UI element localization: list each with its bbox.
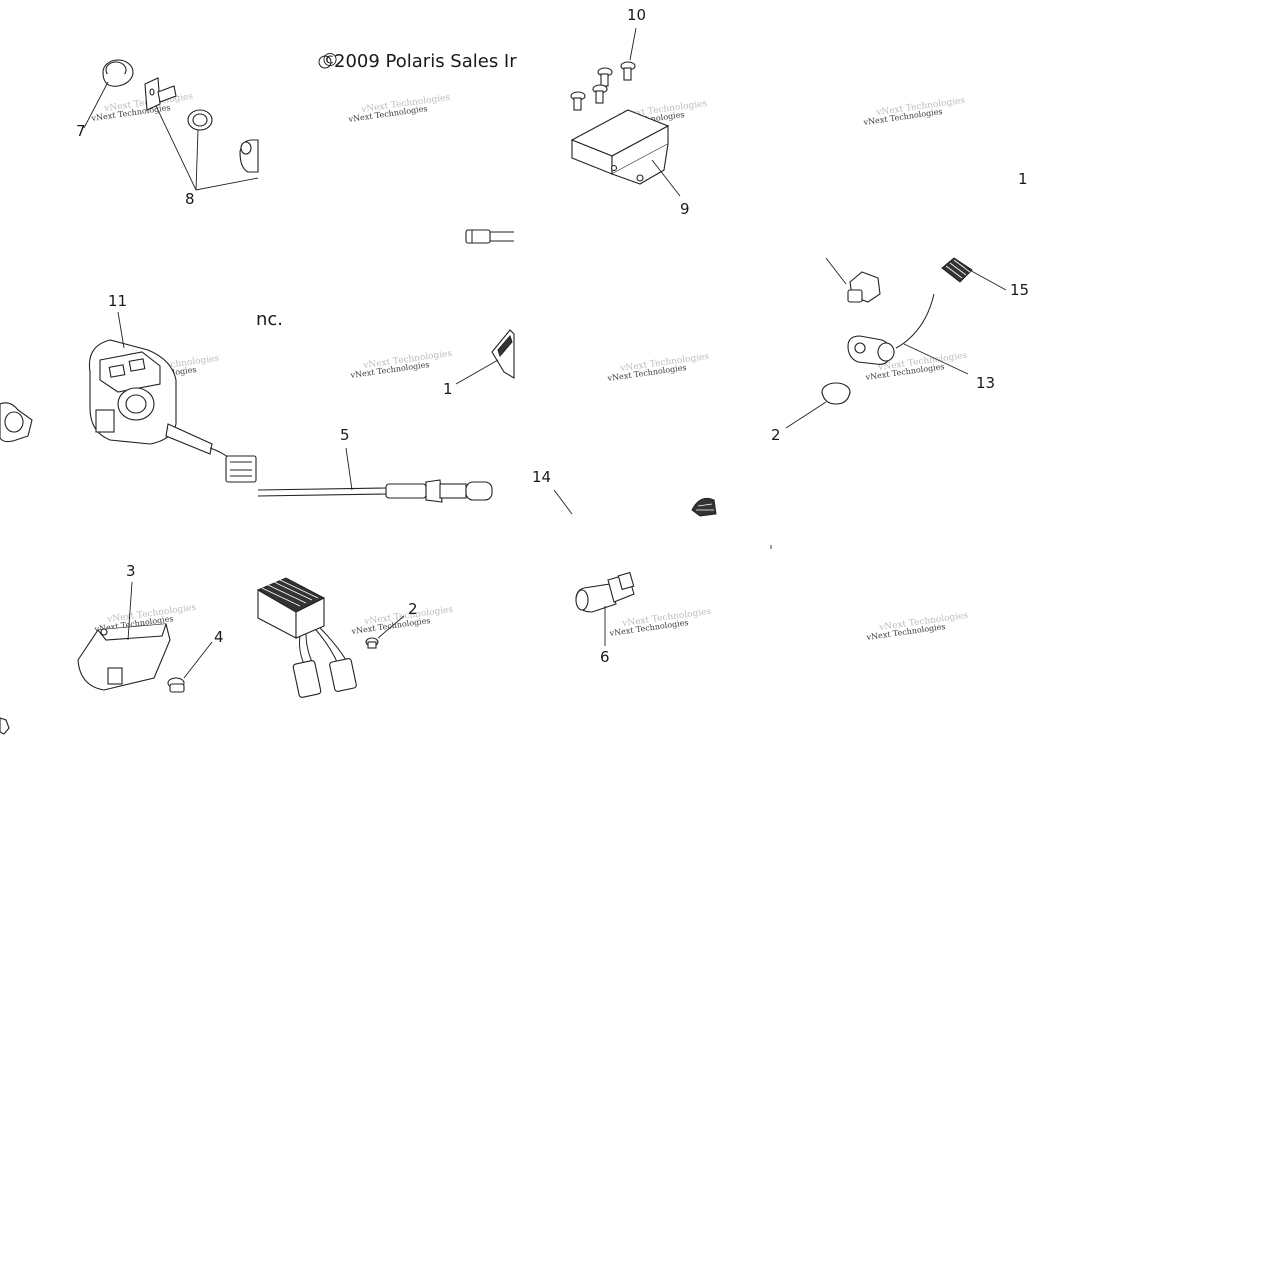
callout-3: 3 <box>126 562 136 580</box>
copyright-fragment: nc. <box>256 309 283 330</box>
callout-4: 4 <box>214 628 224 646</box>
leader-11 <box>117 311 125 349</box>
leader-15 <box>965 267 1007 291</box>
leader-5 <box>345 447 353 491</box>
callout-9: 9 <box>680 200 690 218</box>
part-partial-left <box>0 402 33 443</box>
leader-10 <box>629 27 637 61</box>
part-2-plug-bottom <box>365 637 379 649</box>
part-partial-small <box>0 717 10 735</box>
callout-15: 15 <box>1010 281 1029 299</box>
copyright-text: 2009 Polaris Sales Ir <box>334 51 517 72</box>
part-8-key <box>144 77 177 111</box>
watermark-11: vNext Technologies vNext Technologies <box>608 607 712 638</box>
leader-2a <box>785 401 827 429</box>
part-4-pin <box>167 677 185 693</box>
watermark-2: vNext Technologies vNext Technologies <box>347 93 451 124</box>
callout-11: 11 <box>108 292 127 310</box>
part-6-sensor <box>575 571 635 613</box>
watermark-group: vNext Technologies vNext Technologies vN… <box>90 92 969 642</box>
callout-10: 10 <box>627 6 646 24</box>
part-2-plug-right <box>821 382 851 405</box>
part-bolt <box>825 257 881 303</box>
part-14-spring <box>691 497 717 517</box>
leader-4 <box>183 641 213 679</box>
leader-1 <box>455 359 499 385</box>
part-13-sensor <box>847 293 935 365</box>
part-8-switch-body <box>239 139 259 173</box>
leader-7 <box>83 81 109 129</box>
watermark-7: vNext Technologies vNext Technologies <box>606 352 710 383</box>
callout-14: 14 <box>532 468 551 486</box>
copyright-symbol: © <box>321 50 339 71</box>
callout-2a: 2 <box>771 426 781 444</box>
part-1-component <box>491 329 515 379</box>
part-11-switch-assembly <box>88 339 257 483</box>
leader-13 <box>903 343 969 375</box>
callout-6: 6 <box>600 648 610 666</box>
callout-5: 5 <box>340 426 350 444</box>
part-regulator <box>256 577 357 698</box>
watermark-12: vNext Technologies vNext Technologies <box>865 611 969 642</box>
copyright-line: © 2009 Polaris Sales Ir <box>318 50 517 72</box>
callout-7: 7 <box>76 122 86 140</box>
callout-2b: 2 <box>408 600 418 618</box>
watermark-10: vNext Technologies vNext Technologies <box>350 605 454 636</box>
callout-12: 1 <box>1018 170 1028 188</box>
leader-3 <box>127 581 133 641</box>
part-3-bracket <box>77 623 171 691</box>
part-connector-end <box>465 229 514 244</box>
leader-8b <box>195 129 199 191</box>
leader-2b <box>377 615 405 639</box>
part-9-module <box>570 109 670 185</box>
watermark-6: vNext Technologies vNext Technologies <box>349 349 453 380</box>
leader-14 <box>553 489 573 515</box>
watermark-4: vNext Technologies vNext Technologies <box>862 96 966 127</box>
watermark-1: vNext Technologies vNext Technologies <box>90 92 194 123</box>
part-15-stud <box>941 257 973 283</box>
part-5-cable <box>257 479 493 503</box>
leader-9 <box>651 159 681 197</box>
callout-13: 13 <box>976 374 995 392</box>
part-10-screws <box>570 61 636 111</box>
part-7-cap <box>102 59 134 87</box>
part-8-grommet <box>187 109 213 131</box>
callout-1: 1 <box>443 380 453 398</box>
callout-8: 8 <box>185 190 195 208</box>
